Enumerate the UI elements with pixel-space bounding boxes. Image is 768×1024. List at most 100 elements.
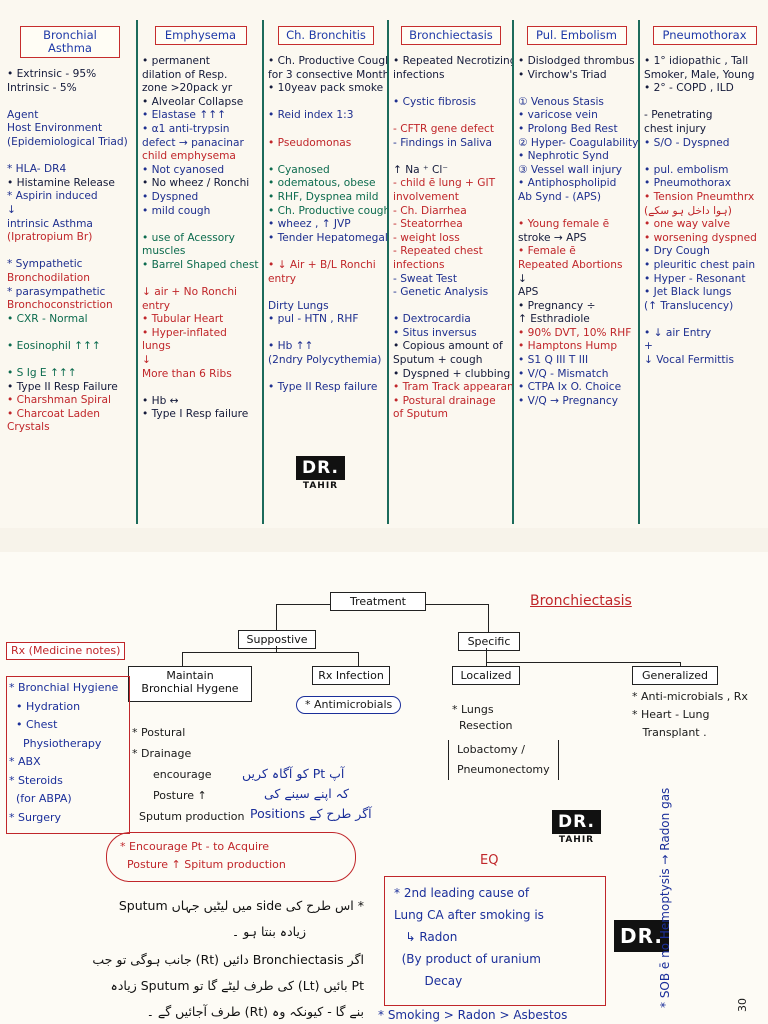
column-item: (↑ Translucency) xyxy=(644,299,734,312)
column-header: Emphysema xyxy=(154,26,247,45)
specific-box: Specific xyxy=(458,632,520,651)
column-item: • Antiphospholipid xyxy=(518,177,617,190)
column-item: • Hb ↔ xyxy=(142,394,179,407)
column-header: Ch. Bronchitis xyxy=(278,26,374,45)
column-item: • Jet Black lungs xyxy=(644,286,732,299)
column-item: child emphysema xyxy=(142,150,236,163)
section-title: Bronchiectasis xyxy=(530,593,632,609)
column-divider xyxy=(387,20,389,524)
column-item: • Dry Cough xyxy=(644,245,710,258)
column-item: Bronchoconstriction xyxy=(7,299,113,312)
list-line: Physiotherapy xyxy=(9,736,102,750)
column-divider xyxy=(136,20,138,524)
column-item: involvement xyxy=(393,190,459,203)
suppostive-box: Suppostive xyxy=(238,630,316,649)
urdu-note: کہ اپنے سینے کی xyxy=(264,786,349,801)
column-item: • Situs inversus xyxy=(393,326,477,339)
list-line: encourage xyxy=(132,768,212,781)
column-item: • RHF, Dyspnea mild xyxy=(268,190,379,203)
lobectomy-box: Lobactomy /Pneumonectomy xyxy=(448,740,559,780)
logo-sub: TAHIR xyxy=(302,481,339,491)
column-item: Host Environment xyxy=(7,122,103,135)
column-item: • ↓ Air + B/L Ronchi xyxy=(268,258,376,271)
column-item: • Dyspned + clubbing xyxy=(393,367,511,380)
list-line: * Steroids xyxy=(9,773,63,787)
column-item xyxy=(268,150,384,164)
column-item xyxy=(7,245,133,259)
list-line: Posture ↑ xyxy=(132,789,207,802)
column-item xyxy=(7,353,133,367)
column-item: • Tram Track appearance xyxy=(393,381,512,394)
column-divider xyxy=(262,20,264,524)
column-item: • Type II Resp Failure xyxy=(7,380,118,393)
column-item xyxy=(142,273,259,287)
column-item: lungs xyxy=(142,340,171,353)
column-item xyxy=(644,150,765,164)
column-item: for 3 consective Months xyxy=(268,68,387,81)
list-line: * Postural xyxy=(132,726,186,739)
column-item: chest injury xyxy=(644,122,707,135)
column-item: defect → panacinar xyxy=(142,136,244,149)
column-item xyxy=(7,95,133,109)
column-item: • Young female ē xyxy=(518,218,610,231)
list-line: * Heart - Lung xyxy=(632,708,710,721)
column-item: zone >20pack yr xyxy=(142,82,233,95)
dr-tahir-logo: DR. TAHIR xyxy=(296,456,345,491)
column-item: (Epidemiological Triad) xyxy=(7,135,128,148)
column-item: • Tension Pneumthrx xyxy=(644,190,755,203)
column-item: • Pregnancy ÷ xyxy=(518,299,596,312)
column-item: Bronchodilation xyxy=(7,271,91,284)
column-item: • Charshman Spiral xyxy=(7,394,111,407)
column-divider xyxy=(512,20,514,524)
column-item: + xyxy=(644,340,653,353)
column-item: Intrinsic - 5% xyxy=(7,81,77,94)
rx-list-box: * Bronchial Hygiene • Hydration • Chest … xyxy=(6,676,130,834)
comparison-table: Bronchial Asthma • Extrinsic - 95% Intri… xyxy=(7,20,765,524)
column-item: - Penetrating xyxy=(644,109,713,122)
column-emphysema: Emphysema • permanent dilation of Resp. … xyxy=(139,20,262,524)
column-item: • odematous, obese xyxy=(268,177,376,190)
column-item: • No wheez / Ronchi xyxy=(142,177,250,190)
column-item: entry xyxy=(142,299,171,312)
column-item: ↑ Na ⁺ Cl⁻ xyxy=(393,163,448,176)
column-item: • pul - HTN , RHF xyxy=(268,313,359,326)
list-line: Lobactomy / xyxy=(457,743,525,756)
column-item: • Female ē xyxy=(518,245,576,258)
column-item: • Type I Resp failure xyxy=(142,408,249,421)
column-item: • one way valve xyxy=(644,218,730,231)
column-item: stroke → APS xyxy=(518,231,587,244)
column-item: - Sweat Test xyxy=(393,272,457,285)
localized-box: Localized xyxy=(452,666,520,685)
column-item: • Reid index 1:3 xyxy=(268,109,354,122)
column-item: • Hyper-inflated xyxy=(142,326,227,339)
column-item: • Tender Hepatomegaly xyxy=(268,231,387,244)
column-item: - CFTR gene defect xyxy=(393,122,495,135)
dr-tahir-logo: DR. TAHIR xyxy=(552,810,601,845)
list-line: ↳ Radon xyxy=(394,930,458,944)
generalized-box: Generalized xyxy=(632,666,718,685)
column-item: • Nephrotic Synd xyxy=(518,150,609,163)
column-item: • Cystic fibrosis xyxy=(393,95,477,108)
column-item: • Hamptons Hump xyxy=(518,340,618,353)
column-item: Repeated Abortions xyxy=(518,258,623,271)
column-item: • Ch. Productive cough xyxy=(268,204,387,217)
column-item: • Dextrocardia xyxy=(393,313,471,326)
column-item: • V/Q → Pregnancy xyxy=(518,394,618,407)
treatment-notes: Treatment Suppostive Specific Maintain B… xyxy=(0,552,768,1024)
column-item: - Ch. Diarrhea xyxy=(393,204,467,217)
column-item: • Charcoat Laden xyxy=(7,407,101,420)
column-item: Agent xyxy=(7,108,39,121)
list-line: Sputum production xyxy=(132,810,245,823)
antimicrobials-oval: * Antimicrobials xyxy=(296,696,402,714)
maintain-hygiene-box: Maintain Bronchial Hygene xyxy=(128,666,252,702)
urdu-note: آپ Pt کو آگاہ کریں xyxy=(242,766,345,781)
column-item: • 2° - COPD , ILD xyxy=(644,82,734,95)
column-item: Sputum + cough xyxy=(393,354,483,367)
column-item: - weight loss xyxy=(393,231,460,244)
column-item: • S/O - Dyspned xyxy=(644,136,730,149)
column-item: * Sympathetic xyxy=(7,258,83,271)
list-line: * Bronchial Hygiene xyxy=(9,681,119,694)
column-item: • Hb ↑↑ xyxy=(268,340,314,353)
column-item xyxy=(268,327,384,341)
